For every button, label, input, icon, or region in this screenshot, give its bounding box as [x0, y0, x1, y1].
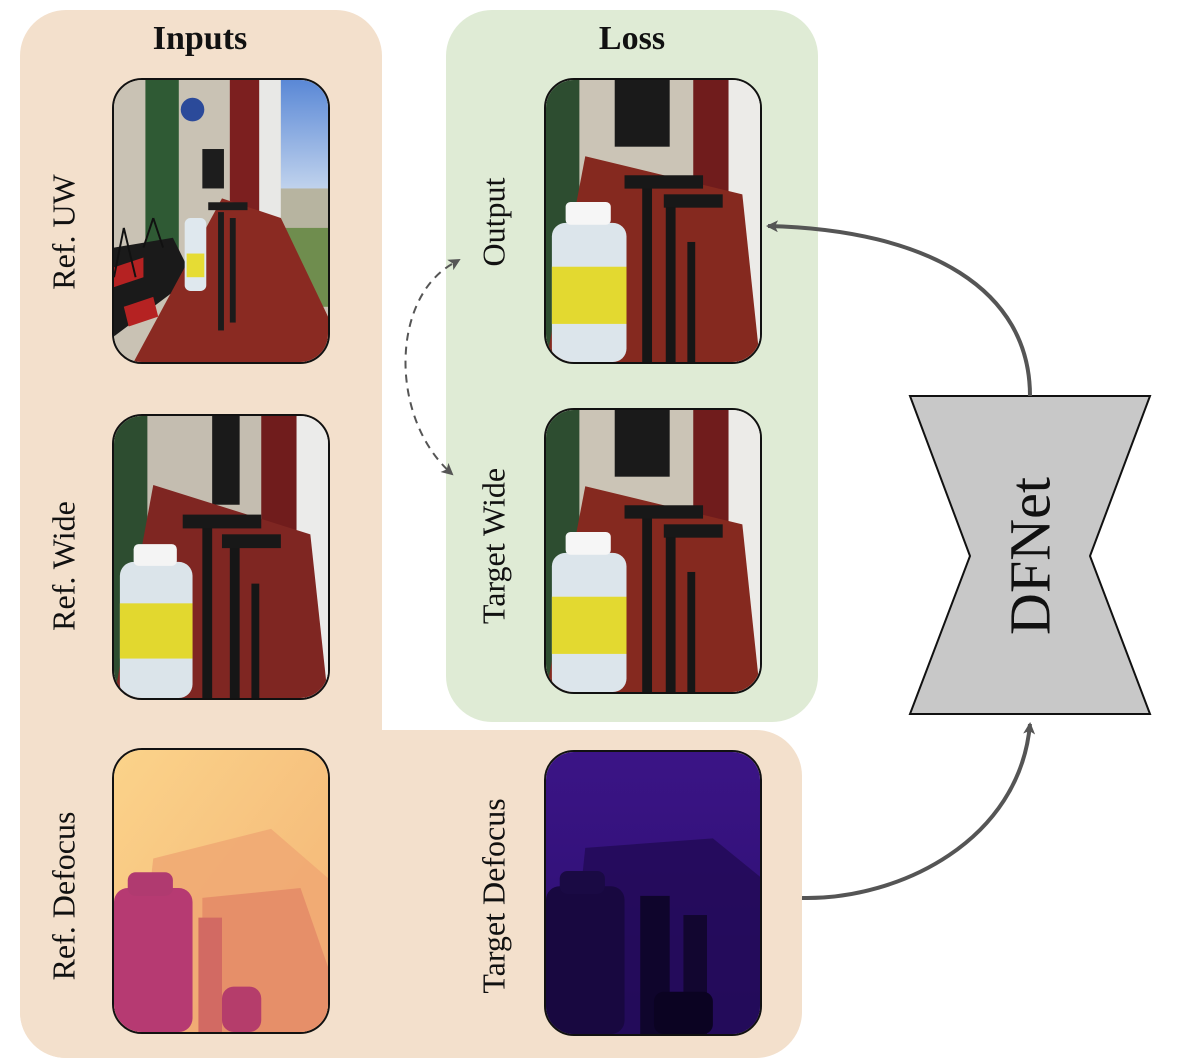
ref-uw-image — [112, 78, 330, 364]
dfnet-label: DFNet — [997, 477, 1063, 635]
arrow-to-dfnet — [801, 722, 1036, 901]
target-wide-image — [544, 408, 762, 694]
output-image — [544, 78, 762, 364]
loss-dashed-arrow — [404, 258, 461, 476]
arrow-to-output — [766, 220, 1032, 397]
loss-heading: Loss — [598, 20, 666, 57]
target-defocus-image — [544, 750, 762, 1036]
ref-wide-image — [112, 414, 330, 700]
dfnet-shape — [908, 395, 1152, 715]
inputs-heading: Inputs — [152, 20, 248, 57]
ref-defocus-image — [112, 748, 330, 1034]
